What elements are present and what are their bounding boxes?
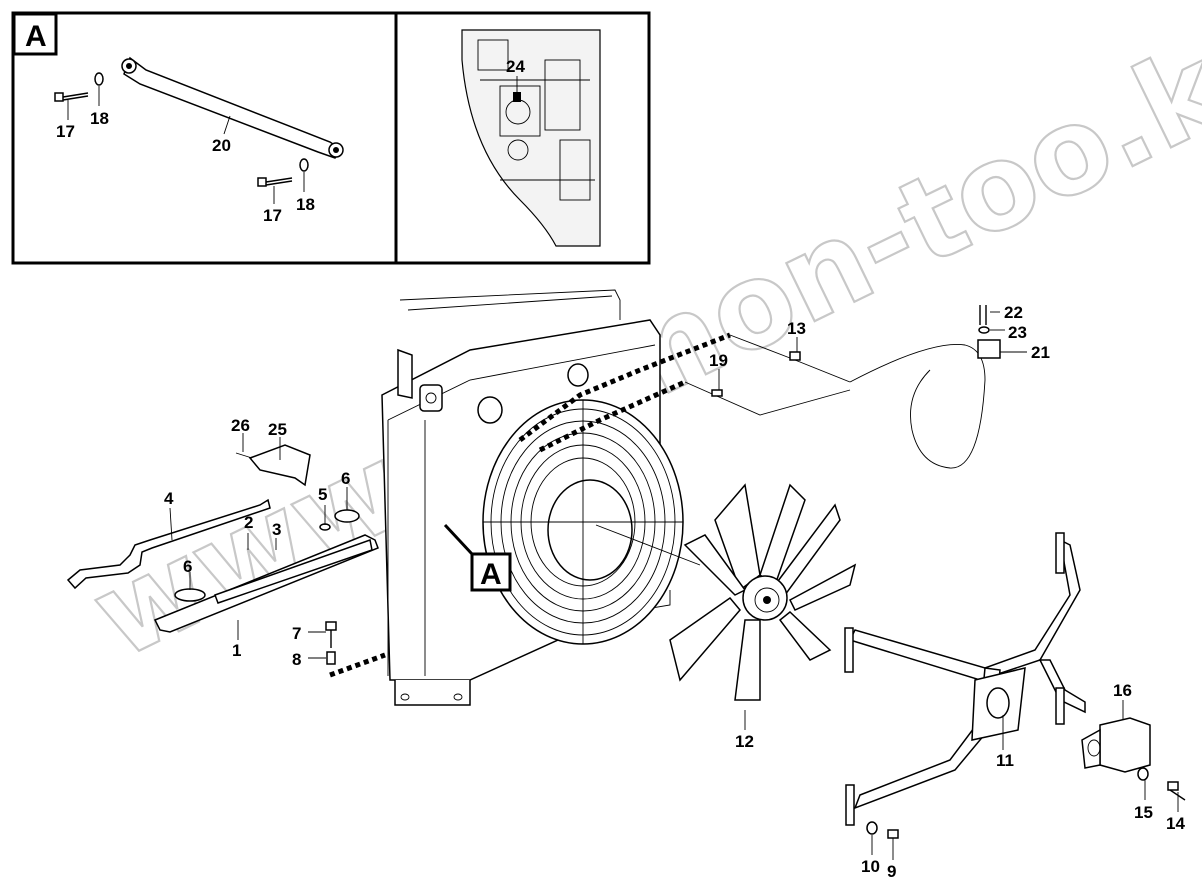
callout-11: 11 [996, 751, 1014, 770]
callout-18-upper: 18 [90, 109, 109, 128]
callout-22: 22 [1004, 303, 1023, 322]
fan-guard [482, 399, 684, 645]
callout-3: 3 [272, 520, 281, 539]
detail-panel-a: A [11, 11, 651, 265]
leader-lines [169, 311, 1179, 860]
routing-dash-lower [329, 652, 386, 678]
callout-4: 4 [164, 489, 174, 508]
bolt-17-upper [54, 92, 89, 102]
bolt-14 [1167, 781, 1186, 801]
callout-20: 20 [212, 136, 231, 155]
callout-24: 24 [506, 57, 525, 76]
callout-25: 25 [268, 420, 287, 439]
callout-14: 14 [1166, 814, 1185, 833]
hydraulic-motor [1081, 717, 1151, 773]
fan-blades [669, 483, 857, 701]
callout-6-left: 6 [183, 557, 192, 576]
callout-23: 23 [1008, 323, 1027, 342]
callout-10: 10 [861, 857, 880, 876]
callout-12: 12 [735, 732, 754, 751]
mounting-frame [844, 532, 1086, 826]
routing-dash-upper [518, 332, 731, 442]
routing-dash-middle [538, 379, 687, 453]
callout-17-lower: 17 [263, 206, 282, 225]
callout-15: 15 [1134, 803, 1153, 822]
callout-17-upper: 17 [56, 122, 75, 141]
hose-4 [66, 498, 271, 590]
detail-a-label: A [25, 20, 47, 53]
callout-7: 7 [292, 624, 301, 643]
detail-a-marker-label: A [480, 558, 502, 591]
callout-1: 1 [232, 641, 241, 660]
sensor-cable [684, 305, 1001, 469]
callout-18-lower: 18 [296, 195, 315, 214]
callout-13: 13 [787, 319, 806, 338]
bolt-9 [887, 829, 899, 839]
callout-19: 19 [709, 351, 728, 370]
callout-26: 26 [231, 416, 250, 435]
bolt-7 [325, 621, 337, 665]
callout-6-right: 6 [341, 469, 350, 488]
callout-5: 5 [318, 485, 327, 504]
callout-16: 16 [1113, 681, 1132, 700]
engine-cutaway [461, 29, 601, 247]
link-rod [121, 56, 344, 159]
washer-18-lower [299, 158, 309, 172]
washer-18-upper [94, 72, 104, 86]
callout-9: 9 [887, 862, 896, 881]
bracket-25 [235, 444, 311, 487]
callout-21: 21 [1031, 343, 1050, 362]
washer-15 [1137, 767, 1149, 781]
callouts: 17 18 20 17 18 24 26 25 4 5 6 2 3 6 1 7 … [56, 57, 1185, 881]
callout-2: 2 [244, 513, 253, 532]
callout-8: 8 [292, 650, 301, 669]
bolt-17-lower [257, 177, 293, 187]
bracket-plate-1 [153, 509, 379, 633]
washer-10 [866, 821, 878, 835]
